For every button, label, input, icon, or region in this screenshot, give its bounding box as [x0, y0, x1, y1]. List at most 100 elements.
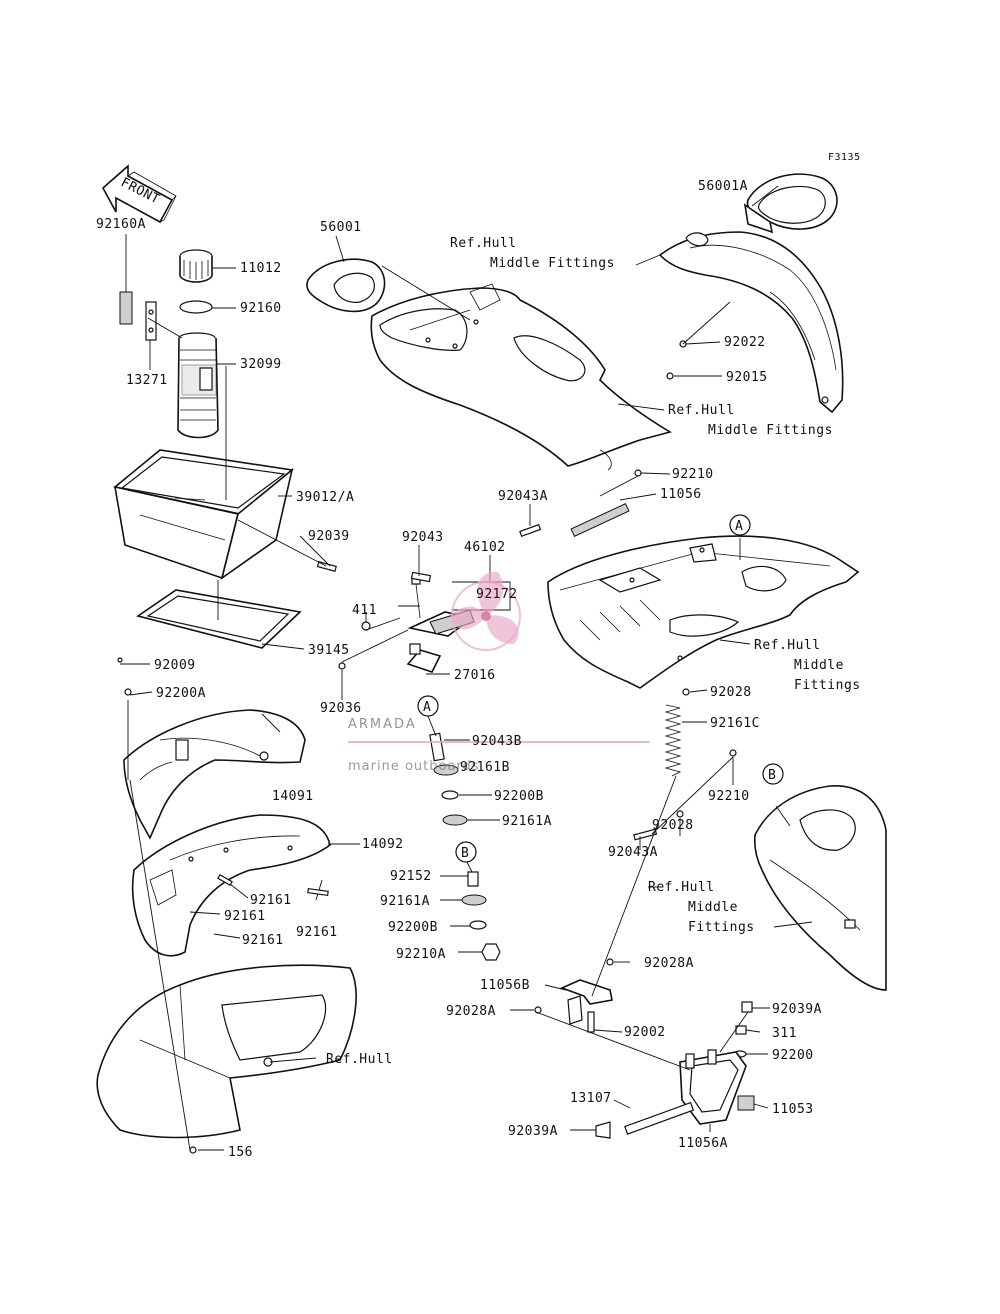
label-92161-d: 92161 [242, 933, 284, 948]
washer-92200A [124, 688, 132, 696]
ref-marker-a-top [729, 514, 751, 536]
reference-markers: A A B B [417, 514, 784, 863]
label-156: 156 [228, 1145, 253, 1160]
label-11056B: 11056B [480, 978, 530, 993]
label-92161C: 92161C [710, 716, 760, 731]
label-92200B-lower: 92200B [388, 920, 438, 935]
label-13271: 13271 [126, 373, 168, 388]
washer-92161B [433, 764, 459, 776]
label-92161-b: 92161 [224, 909, 266, 924]
washer-92200B-lower [469, 920, 487, 930]
label-92152: 92152 [390, 869, 432, 884]
label-92028A-top: 92028A [644, 956, 694, 971]
label-92039: 92039 [308, 529, 350, 544]
bolt-92002 [587, 1011, 595, 1033]
propeller-logo-icon [451, 571, 521, 651]
spring-92161C [664, 704, 682, 777]
label-refhull1-a: Ref.Hull [450, 236, 517, 251]
label-27016: 27016 [454, 668, 496, 683]
rear-hull-frame [547, 535, 860, 689]
label-411: 411 [352, 603, 377, 618]
label-92028A-left: 92028A [446, 1004, 496, 1019]
label-11012: 11012 [240, 261, 282, 276]
o-ring-92160 [179, 300, 213, 314]
label-92043: 92043 [402, 530, 444, 545]
watermark-tagline: marine outboards [348, 759, 480, 774]
label-39145: 39145 [308, 643, 350, 658]
diagram-code: F3135 [828, 152, 861, 163]
label-92210-mid: 92210 [708, 789, 750, 804]
label-92160A: 92160A [96, 217, 146, 232]
label-92043B: 92043B [472, 734, 522, 749]
label-refhull1-b: Middle Fittings [490, 256, 615, 271]
label-92161-a: 92161 [250, 893, 292, 908]
bracket-11056B [559, 979, 613, 1025]
label-92200B: 92200B [494, 789, 544, 804]
pin-92036 [338, 662, 346, 670]
label-13107: 13107 [570, 1091, 612, 1106]
washer-92028A-top [606, 958, 614, 966]
shaft-13107 [624, 1101, 695, 1135]
label-92160: 92160 [240, 301, 282, 316]
stud-92043B [429, 732, 445, 762]
mirror-56001A [743, 173, 838, 234]
label-92161B: 92161B [460, 760, 510, 775]
rear-deck-b-section [753, 785, 887, 991]
tray-39012 [113, 449, 294, 580]
label-92161A-lower: 92161A [380, 894, 430, 909]
label-refhull3-a: Ref.Hull [754, 638, 821, 653]
screw-156 [189, 1146, 197, 1154]
label-92161-c: 92161 [296, 925, 338, 940]
bolt-92039A-top [741, 1001, 753, 1013]
label-92039A-top: 92039A [772, 1002, 822, 1017]
label-14092: 14092 [362, 837, 404, 852]
label-39012A: 39012/A [296, 490, 354, 505]
callout-labels: 56001A 56001 Ref.Hull Middle Fittings 92… [96, 179, 861, 1160]
label-311: 311 [772, 1026, 797, 1041]
screw-92009 [117, 657, 123, 663]
nut-92015 [666, 372, 674, 380]
ref-marker-a-mid [417, 695, 439, 717]
label-56001A: 56001A [698, 179, 748, 194]
front-arrow-icon: FRONT [101, 164, 177, 224]
label-14091: 14091 [272, 789, 314, 804]
pin-92039A-bottom [595, 1121, 611, 1139]
ref-marker-b-mid [455, 841, 477, 863]
label-92210-top: 92210 [672, 467, 714, 482]
rod-11056 [570, 503, 630, 537]
ref-marker-b-right-label: B [768, 768, 776, 783]
label-92002: 92002 [624, 1025, 666, 1040]
bracket-92160A [119, 291, 133, 325]
handle-11056A [679, 1049, 747, 1125]
nut-92210-top [634, 469, 642, 477]
armada-watermark: ARMADA marine outboards [348, 571, 650, 774]
bolt-92043A-top [519, 523, 542, 538]
ref-marker-a-mid-label: A [423, 700, 431, 715]
ref-marker-a-top-label: A [735, 519, 743, 534]
washer-92200B [441, 790, 459, 800]
front-hull-panel [370, 283, 673, 471]
label-92210A: 92210A [396, 947, 446, 962]
inner-panel-14091 [123, 709, 306, 840]
label-92200: 92200 [772, 1048, 814, 1063]
label-92028-mid: 92028 [652, 818, 694, 833]
label-refhull3-c: Fittings [794, 678, 861, 693]
label-92172: 92172 [476, 587, 518, 602]
gasket-39145 [136, 589, 302, 649]
label-92043A-mid: 92043A [608, 845, 658, 860]
nut-92210A [481, 943, 501, 961]
label-46102: 46102 [464, 540, 506, 555]
latch-27016 [406, 643, 442, 673]
bolt-92043 [410, 571, 432, 583]
washer-92028A-left [534, 1006, 542, 1014]
leader-lines [120, 185, 813, 1151]
label-refhull3-b: Middle [794, 658, 844, 673]
collar-92152 [467, 871, 479, 887]
washer-92161A [442, 814, 468, 826]
label-11056A: 11056A [678, 1136, 728, 1151]
plate-13271 [145, 301, 157, 341]
washer-92028-mid [676, 810, 684, 818]
label-refhull4-c: Fittings [688, 920, 755, 935]
tube-32099 [177, 332, 219, 439]
